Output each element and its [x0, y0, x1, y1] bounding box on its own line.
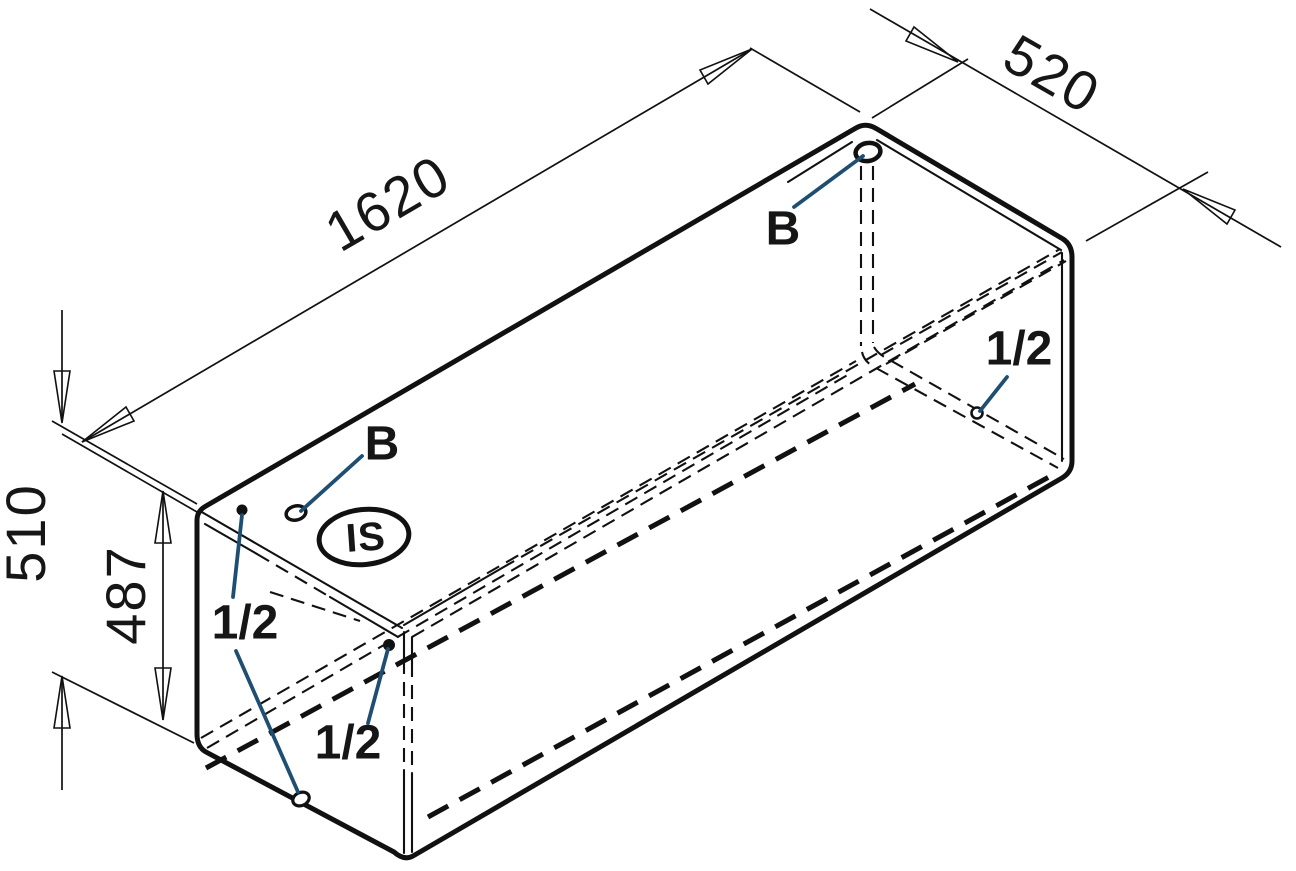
tangent-edge-top-right [875, 138, 1063, 252]
dimension-520: 520 [869, 8, 1282, 248]
tangent-edge-far-top-start [402, 566, 504, 627]
dimension-value-length: 1620 [314, 142, 460, 263]
tangent-edge-left-top-inner-c [328, 595, 400, 639]
hidden-edge-end-diagonal-2 [885, 260, 1067, 365]
hidden-edge-far-top-1 [501, 248, 1061, 569]
label-half-near-edge: 1/2 [315, 717, 382, 770]
hidden-edge-end-diagonal-1 [880, 251, 1063, 356]
extension-line-520-left [871, 58, 969, 119]
arrowhead-1620-right [698, 48, 753, 86]
dimension-line-520 [869, 8, 1282, 248]
hidden-edges [200, 166, 1067, 820]
leader-line-b-left [299, 454, 364, 513]
arrowhead-520-left [904, 25, 959, 63]
logo-text: IS [344, 514, 387, 561]
leader-line-half-1-up [231, 513, 244, 599]
hidden-edge-bottom-far-1 [200, 360, 857, 739]
extension-line-left-upper [51, 420, 198, 505]
dimension-value-height-overall: 510 [0, 483, 57, 582]
hidden-edge-bottom-right-2 [873, 346, 1065, 460]
tank-outline [194, 122, 1075, 861]
port-hole-near-edge-dot [383, 639, 395, 651]
dimension-line-1620 [81, 48, 753, 443]
dimension-value-height-front: 487 [94, 545, 157, 644]
tangent-edges [198, 138, 1064, 855]
label-b-left: B [365, 418, 400, 471]
label-half-front: 1/2 [212, 597, 279, 650]
hidden-edge-far-top-2 [411, 259, 1065, 638]
logo-oval [316, 506, 412, 568]
dimension-1620: 1620 [51, 47, 861, 513]
leader-lines [231, 154, 1009, 794]
hidden-edge-bottom-far-2 [206, 372, 852, 749]
label-b-top: B [766, 203, 801, 256]
leader-line-b-top [792, 154, 865, 209]
hidden-edge-band-segment [269, 591, 361, 622]
extension-line-1620-right [749, 47, 861, 113]
arrowhead-487-bottom [154, 667, 172, 721]
dimension-487: 487 [94, 490, 172, 721]
tangent-edge-left-top-inner-a [203, 522, 259, 556]
hidden-edge-bottom-right-1 [860, 351, 1059, 469]
extension-line-left-lower [61, 433, 198, 513]
arrowhead-487-top [154, 490, 172, 544]
hidden-chamfer-edge-near [426, 469, 1060, 820]
dimension-510: 510 [0, 310, 195, 790]
extension-line-510-bottom [51, 671, 195, 744]
leader-line-half-1-down [234, 649, 300, 794]
leader-line-half-2 [366, 647, 390, 725]
port-hole-top-dot [236, 504, 248, 516]
tangent-edge-apex [786, 140, 854, 184]
tangent-edge-left-top-inner-b [256, 553, 331, 598]
arrowhead-520-right [1182, 188, 1237, 226]
label-half-right: 1/2 [986, 323, 1053, 376]
arrowhead-510-bottom [53, 675, 71, 729]
labels: B B 1/2 1/2 1/2 [212, 203, 1053, 770]
tangent-edge-left-top-main [198, 509, 404, 630]
dimension-value-width: 520 [994, 22, 1112, 126]
manufacturer-logo: IS [316, 506, 412, 568]
extension-line-520-right [1085, 171, 1209, 242]
leader-line-half-3 [978, 375, 1009, 413]
arrowhead-510-top [53, 370, 71, 424]
arrowhead-1620-left [81, 405, 136, 443]
hidden-chamfer-edge-long [204, 381, 917, 771]
